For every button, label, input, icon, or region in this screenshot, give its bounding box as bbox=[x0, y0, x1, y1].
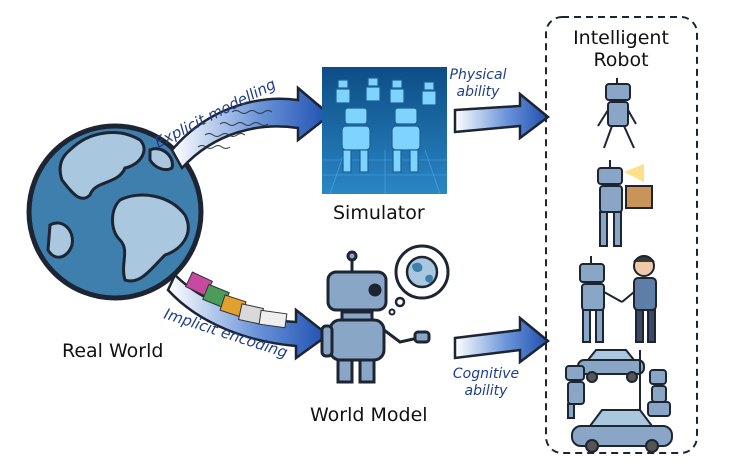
physical-ability-arrow bbox=[453, 91, 551, 141]
box-carrying-robot-icon bbox=[597, 160, 653, 247]
cognitive-ability-label-line2: ability bbox=[465, 383, 509, 399]
intelligent-robot-title-line1: Intelligent bbox=[573, 27, 669, 49]
handshake-robot-icon bbox=[579, 255, 657, 343]
robot-thinking-icon bbox=[320, 250, 431, 384]
car-assembly-robot-icon bbox=[565, 349, 673, 453]
cognitive-ability-label-line1: Cognitive bbox=[453, 366, 519, 382]
real-world-label: Real World bbox=[62, 340, 163, 362]
cognitive-ability-arrow bbox=[453, 315, 551, 365]
physical-ability-label-line2: ability bbox=[457, 84, 501, 100]
thought-bubble-globe-icon bbox=[388, 244, 450, 316]
equation-scribbles bbox=[197, 110, 273, 149]
implicit-encoding-arrow bbox=[166, 271, 331, 361]
globe-icon bbox=[26, 123, 204, 301]
physical-ability-label-line1: Physical bbox=[450, 67, 507, 83]
image-thumbnails-icon bbox=[184, 271, 288, 329]
world-model-label: World Model bbox=[310, 404, 428, 426]
simulator-label: Simulator bbox=[333, 202, 425, 224]
intelligent-robot-title-line2: Robot bbox=[593, 49, 648, 71]
simulator-scene-icon bbox=[322, 67, 447, 195]
walking-robot-icon bbox=[597, 78, 637, 149]
intelligent-robot-panel bbox=[545, 16, 698, 454]
